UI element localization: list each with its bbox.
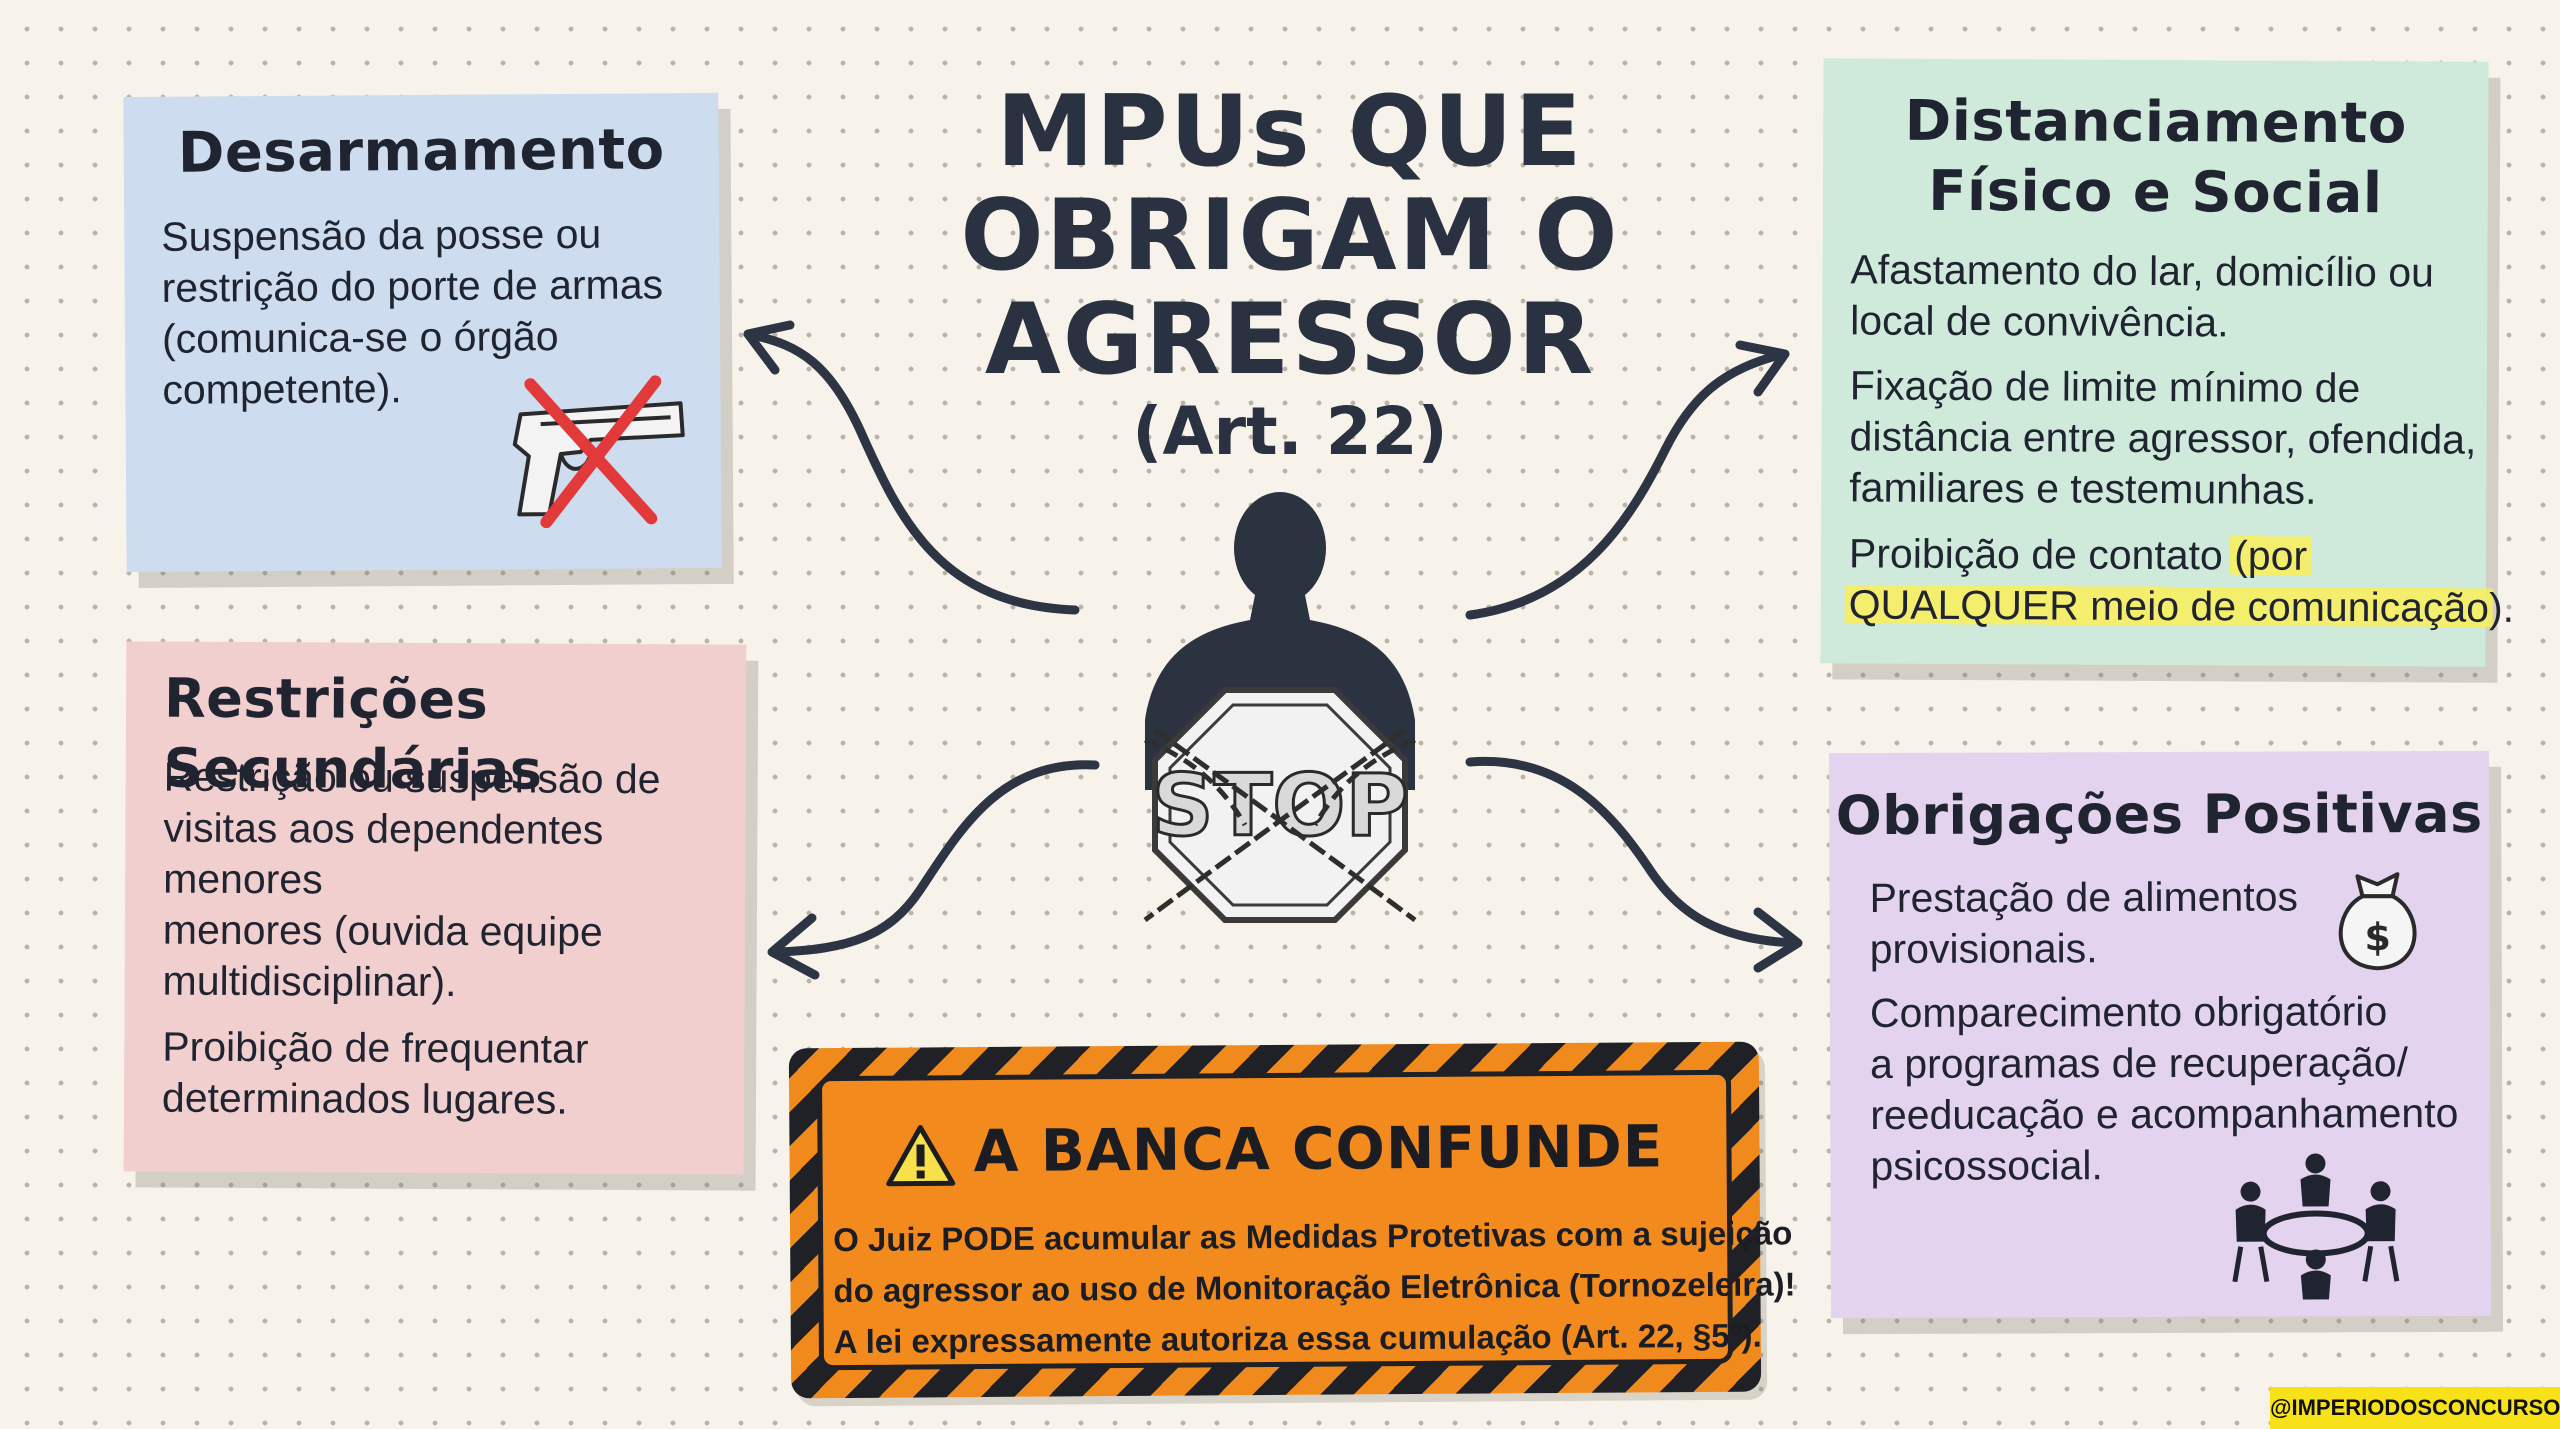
warning-box: A BANCA CONFUNDE O Juiz PODE acumular as…: [788, 1041, 1796, 1399]
card-item-limite-distancia: Fixação de limite mínimo de distância en…: [1849, 362, 2477, 513]
warning-panel: A BANCA CONFUNDE O Juiz PODE acumular as…: [816, 1069, 1796, 1371]
svg-text:$: $: [2364, 915, 2391, 959]
crossed-out-gun-icon: [512, 375, 685, 529]
card-distanciamento: Distanciamento Físico e Social Afastamen…: [1820, 58, 2514, 667]
warning-icon: [886, 1124, 956, 1187]
arrow-to-distanciamento: [1465, 350, 1785, 620]
card-item-lugares: Proibição de frequentar determinados lug…: [161, 1023, 589, 1123]
chained-person-icon: STOP: [1143, 492, 1417, 923]
arrow-head-distanciamento: [1735, 340, 1790, 397]
card-title: Desarmamento: [177, 117, 665, 186]
card-obrigacoes: Obrigações Positivas Prestação de alimen…: [1829, 750, 2491, 1319]
stop-sign: STOP: [1150, 687, 1410, 923]
arrow-head-desarmamento: [743, 320, 795, 375]
warning-text: O Juiz PODE acumular as Medidas Protetiv…: [832, 1214, 1796, 1361]
card-item-afastamento: Afastamento do lar, domicílio ou local d…: [1850, 246, 2435, 346]
card-item-alimentos: Prestação de alimentos provisionais.: [1869, 873, 2299, 973]
watermark: @IMPERIODOSCONCURSOS: [2270, 1387, 2560, 1429]
arrow-to-desarmamento: [747, 330, 1080, 615]
chain-icon: [1143, 727, 1417, 923]
highlight: (por: [2230, 532, 2312, 579]
page-title: MPUs QUE OBRIGAM O AGRESSOR: [960, 75, 1620, 397]
card-item-proibicao-contato: Proibição de contato (por QUALQUER meio …: [1844, 528, 2515, 633]
warning-title: A BANCA CONFUNDE: [822, 1111, 1726, 1187]
card-title: Distanciamento Físico e Social: [1904, 88, 2407, 227]
stop-sign-text: STOP: [1152, 756, 1409, 856]
highlight: QUALQUER meio de comunicação: [1844, 581, 2494, 631]
card-item-visitas: Restrição ou suspensão de visitas aos de…: [162, 753, 661, 1006]
card-restricoes: Restrições Secundárias Restrição ou susp…: [123, 641, 747, 1175]
page-subtitle: (Art. 22): [1132, 393, 1448, 470]
arrow-to-restricoes: [770, 760, 1100, 957]
arrow-to-obrigacoes: [1465, 756, 1800, 948]
money-bag-icon: $: [2338, 872, 2417, 971]
group-meeting-icon: [2232, 1153, 2400, 1300]
arrow-head-obrigacoes: [1753, 907, 1803, 973]
card-title: Obrigações Positivas: [1835, 781, 2483, 848]
arrow-head-restricoes: [767, 913, 820, 980]
card-desarmamento: Desarmamento Suspensão da posse ou restr…: [123, 92, 722, 573]
